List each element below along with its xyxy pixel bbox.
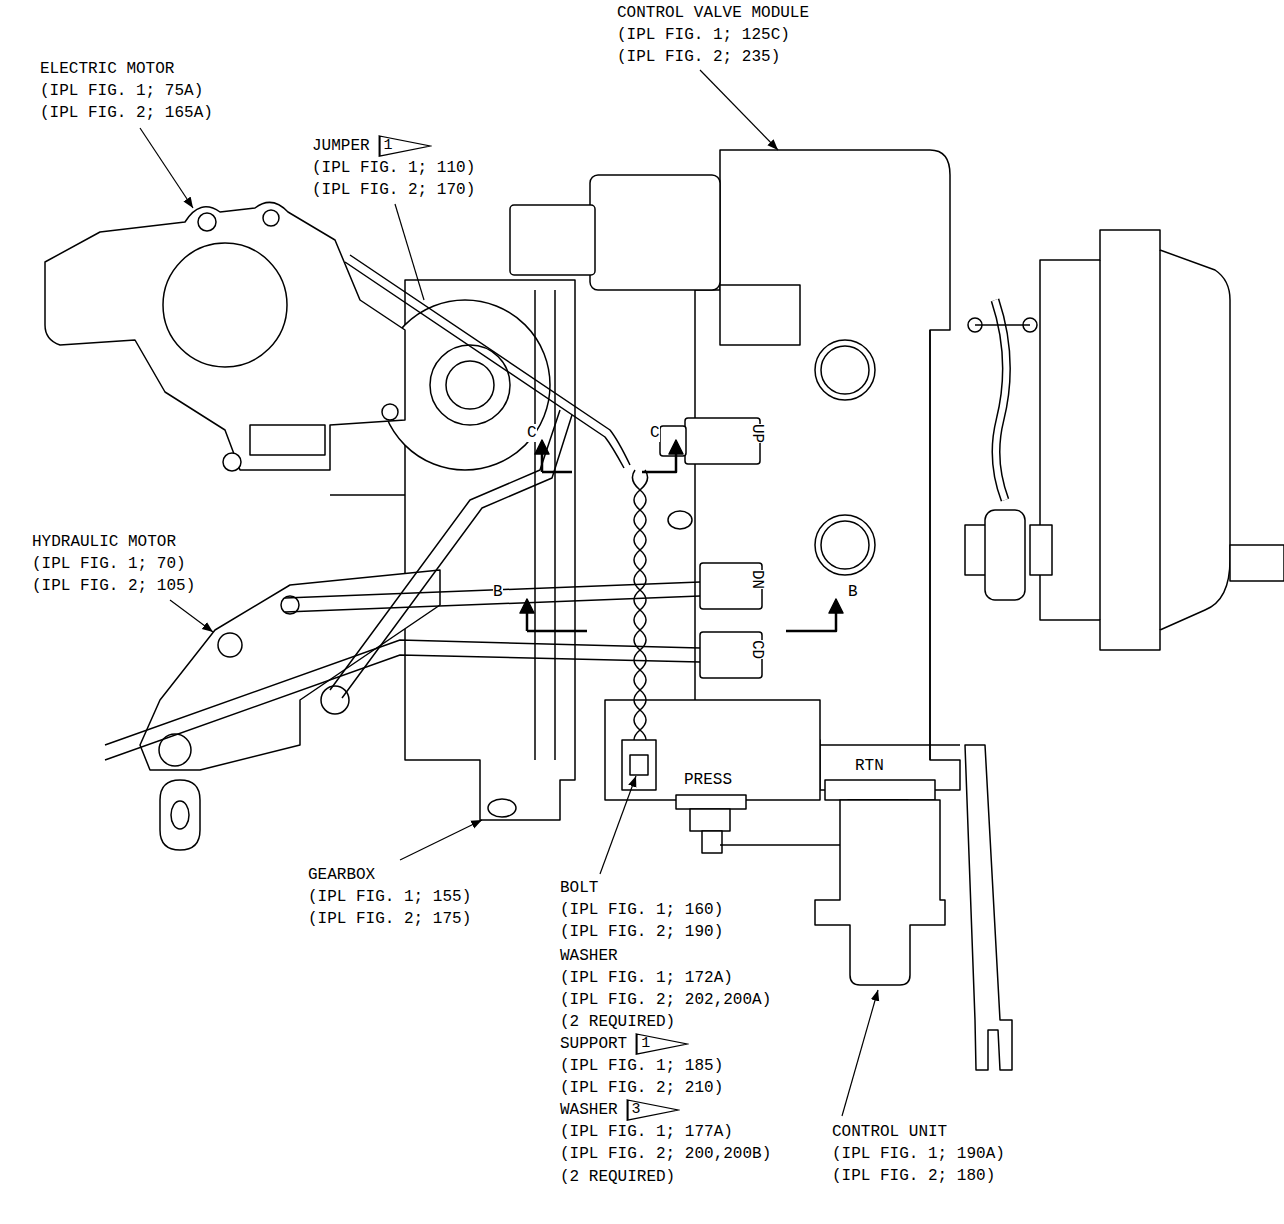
bolt-support — [622, 740, 656, 790]
callout-text: (IPL FIG. 1; 177A) — [560, 1123, 733, 1141]
callout-text: (IPL FIG. 2; 180) — [832, 1167, 995, 1185]
section-letter: B — [493, 583, 503, 601]
gearbox — [380, 280, 575, 820]
callout-text: (IPL FIG. 2; 105) — [32, 577, 195, 595]
port-marking: DN — [748, 570, 766, 589]
callout-text: (2 REQUIRED) — [560, 1168, 675, 1186]
jumper-wire — [345, 255, 648, 770]
callout-text: (IPL FIG. 1; 155) — [308, 888, 471, 906]
callout-text: (IPL FIG. 2; 170) — [312, 181, 475, 199]
callout-text: (IPL FIG. 1; 110) — [312, 159, 475, 177]
callout-text: (IPL FIG. 1; 172A) — [560, 969, 733, 987]
callout-text: CONTROL UNIT — [832, 1123, 947, 1141]
actuator — [1040, 230, 1284, 650]
flag-number: 3 — [626, 1099, 680, 1121]
port-marking: UP — [748, 424, 766, 443]
callout-text: GEARBOX — [308, 866, 375, 884]
flag-number: 1 — [378, 135, 432, 157]
callout-text: JUMPER — [312, 137, 370, 155]
control-valve-module — [510, 150, 960, 790]
callout-text: (2 REQUIRED) — [560, 1013, 675, 1031]
callout-text: (IPL FIG. 2; 165A) — [40, 104, 213, 122]
flag-number: 1 — [635, 1033, 689, 1055]
callout-text: (IPL FIG. 2; 235) — [617, 48, 780, 66]
leader-lines — [140, 70, 878, 1116]
callout-text: (IPL FIG. 1; 125C) — [617, 26, 790, 44]
callout-text: (IPL FIG. 2; 175) — [308, 910, 471, 928]
callout-text: (IPL FIG. 1; 160) — [560, 901, 723, 919]
linkage — [965, 300, 1052, 600]
callout-text: CONTROL VALVE MODULE — [617, 4, 809, 22]
section-markers — [520, 440, 843, 631]
flag-note: 3 — [626, 1099, 680, 1121]
fork-lever — [965, 745, 1012, 1070]
callout-text: (IPL FIG. 2; 210) — [560, 1079, 723, 1097]
port-marking: CD — [748, 640, 766, 659]
port-marking: RTN — [855, 757, 884, 775]
callout-text: WASHER — [560, 947, 618, 965]
callout-text: SUPPORT — [560, 1035, 627, 1053]
callout-text: (IPL FIG. 1; 70) — [32, 555, 186, 573]
callout-text: HYDRAULIC MOTOR — [32, 533, 176, 551]
section-letter: C — [650, 424, 660, 442]
callout-text: (IPL FIG. 2; 200,200B) — [560, 1145, 771, 1163]
port-marking: PRESS — [684, 771, 732, 789]
callout-text: (IPL FIG. 1; 185) — [560, 1057, 723, 1075]
electric-motor — [45, 202, 405, 495]
callout-text: WASHER — [560, 1101, 618, 1119]
callout-text: (IPL FIG. 1; 190A) — [832, 1145, 1005, 1163]
callout-text: (IPL FIG. 2; 190) — [560, 923, 723, 941]
callout-text: (IPL FIG. 1; 75A) — [40, 82, 203, 100]
control-unit — [815, 800, 945, 985]
callout-text: BOLT — [560, 879, 598, 897]
callout-text: (IPL FIG. 2; 202,200A) — [560, 991, 771, 1009]
flag-note: 1 — [378, 135, 432, 157]
section-letter: B — [848, 583, 858, 601]
section-letter: C — [527, 424, 537, 442]
flag-note: 1 — [635, 1033, 689, 1055]
callout-text: ELECTRIC MOTOR — [40, 60, 174, 78]
